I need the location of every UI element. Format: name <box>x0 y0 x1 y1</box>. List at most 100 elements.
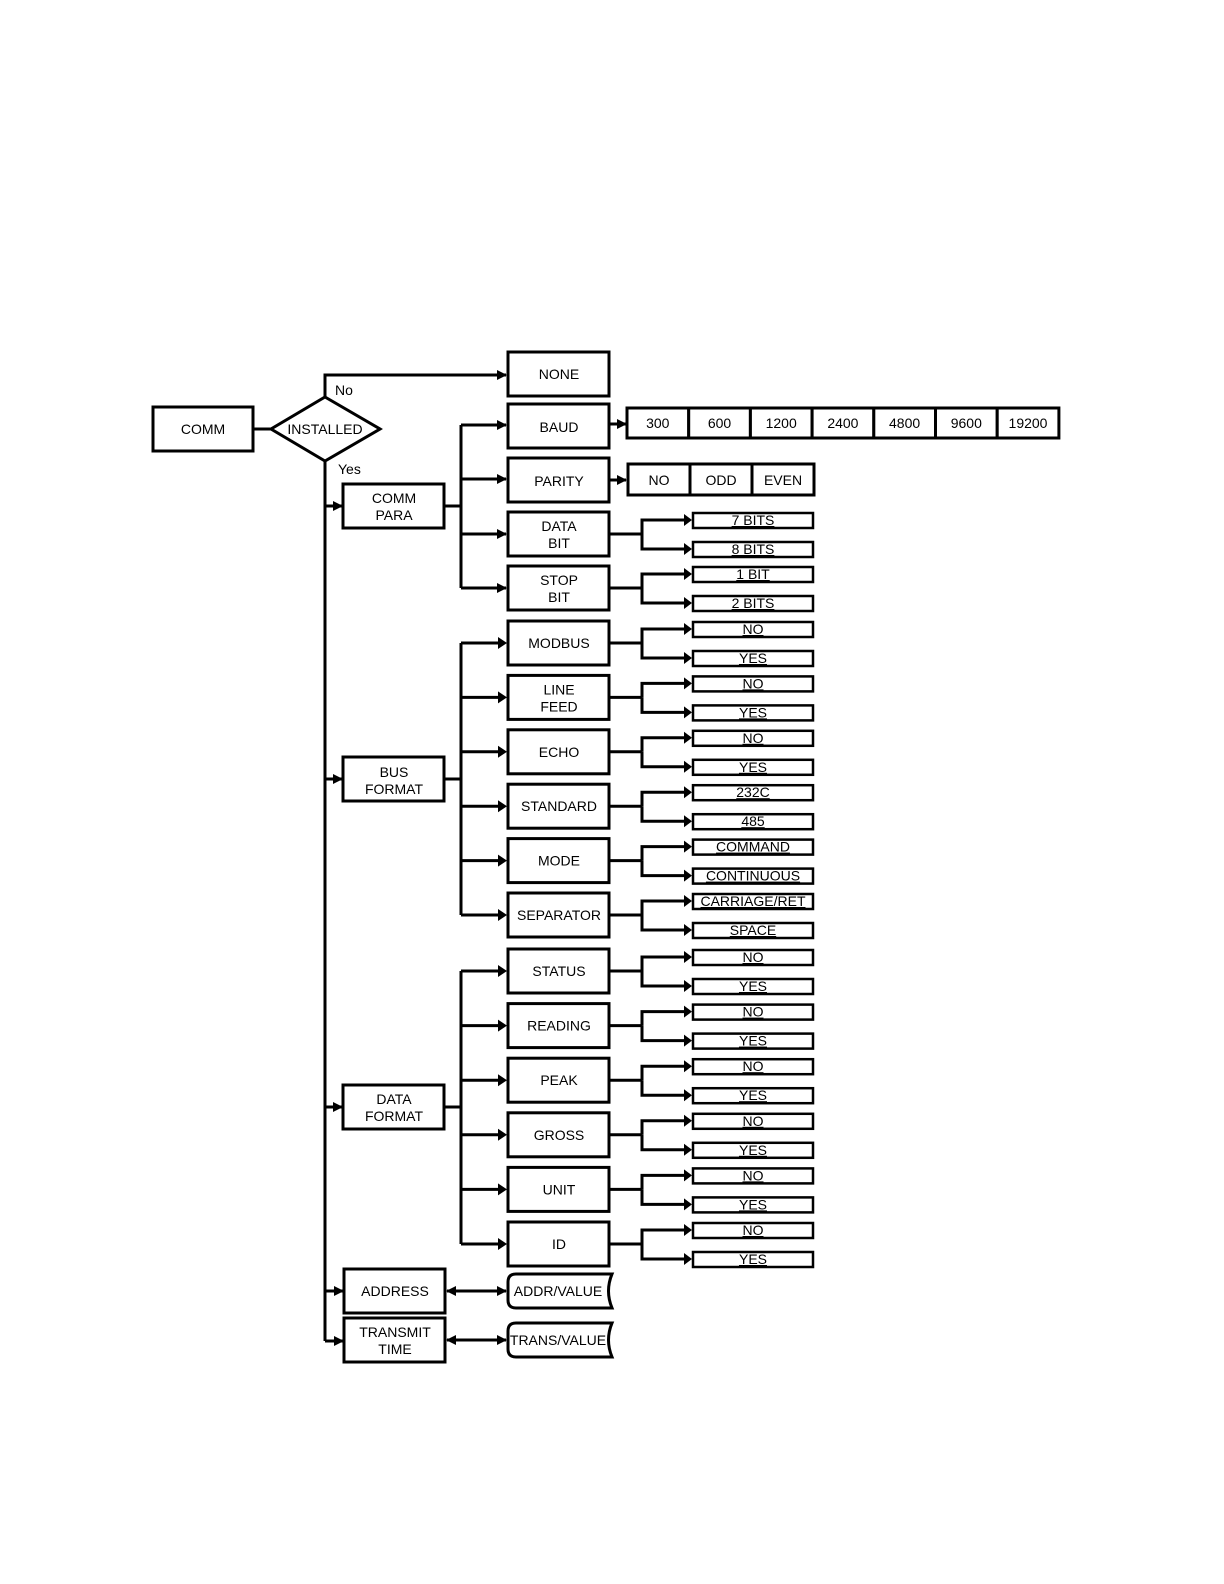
svg-text:PARITY: PARITY <box>534 473 584 489</box>
modbus-option-no: NO <box>691 620 815 639</box>
baud-option-label: 4800 <box>889 415 920 431</box>
svg-text:TRANS/VALUE: TRANS/VALUE <box>510 1332 606 1348</box>
none-label: NONE <box>539 366 579 382</box>
separator-node: SEPARATOR CARRIAGE/RET SPACE <box>461 891 815 940</box>
echo-option-no: NO <box>691 729 815 748</box>
gross-option-no: NO <box>691 1112 815 1131</box>
baud-option-label: 300 <box>646 415 670 431</box>
option-label: COMMAND <box>716 839 790 855</box>
stop-bit-node: STOP BIT <box>461 564 611 612</box>
separator-option-space: SPACE <box>691 921 815 940</box>
baud-options: 300 600 1200 2400 4800 9600 19200 <box>625 406 1061 440</box>
gross-node: GROSS NO YES <box>461 1111 815 1160</box>
echo-option-yes: YES <box>691 758 815 777</box>
baud-option-label: 9600 <box>951 415 982 431</box>
data-bit-option-7-bits: 7 BITS <box>691 511 815 530</box>
baud-option-2400: 2400 <box>810 406 876 440</box>
option-label: 8 BITS <box>732 541 775 557</box>
mode-node: MODE COMMAND CONTINUOUS <box>461 837 815 885</box>
option-label: 7 BITS <box>732 512 775 528</box>
bus-format-node: BUS FORMAT <box>325 755 446 803</box>
peak-node: PEAK NO YES <box>461 1056 815 1105</box>
option-label: YES <box>739 1142 767 1158</box>
option-label: NO <box>743 675 764 691</box>
option-label: NO <box>743 1113 764 1129</box>
option-label: 232C <box>736 784 769 800</box>
item-label: READING <box>527 1018 591 1034</box>
svg-text:TIME: TIME <box>378 1341 411 1357</box>
svg-text:DATA: DATA <box>376 1091 412 1107</box>
baud-option-9600: 9600 <box>934 406 999 440</box>
parity-option-even: EVEN <box>750 462 816 497</box>
baud-option-300: 300 <box>625 406 691 440</box>
item-label: SEPARATOR <box>517 907 601 923</box>
status-option-no: NO <box>691 948 815 967</box>
mode-option-continuous: CONTINUOUS <box>691 867 815 885</box>
item-label: MODBUS <box>528 635 589 651</box>
baud-option-1200: 1200 <box>748 406 814 440</box>
option-label: NO <box>743 1167 764 1183</box>
option-label: NO <box>743 1058 764 1074</box>
line-feed-option-yes: YES <box>691 704 815 722</box>
svg-text:BIT: BIT <box>548 589 570 605</box>
installed-label: INSTALLED <box>287 421 362 437</box>
parity-option-label: ODD <box>705 472 736 488</box>
option-label: 1 BIT <box>736 566 770 582</box>
unit-option-yes: YES <box>691 1196 815 1214</box>
standard-option-485: 485 <box>691 812 815 831</box>
reading-option-no: NO <box>691 1003 815 1021</box>
svg-text:ADDRESS: ADDRESS <box>361 1283 429 1299</box>
peak-option-no: NO <box>691 1057 815 1076</box>
address-node: ADDRESS <box>325 1267 447 1315</box>
baud-option-19200: 19200 <box>995 406 1061 440</box>
svg-text:COMM: COMM <box>372 490 416 506</box>
id-option-yes: YES <box>691 1250 815 1269</box>
item-label: STATUS <box>532 963 585 979</box>
svg-text:STOP: STOP <box>540 572 578 588</box>
baud-option-label: 2400 <box>827 415 858 431</box>
parity-option-label: EVEN <box>764 472 802 488</box>
option-label: YES <box>739 978 767 994</box>
modbus-node: MODBUS NO YES <box>461 619 815 668</box>
svg-text:PARA: PARA <box>375 507 413 523</box>
comm-node: COMM <box>151 405 255 453</box>
comm-label: COMM <box>181 421 225 437</box>
option-label: 2 BITS <box>732 595 775 611</box>
unit-option-no: NO <box>691 1167 815 1185</box>
yes-label: Yes <box>338 461 361 477</box>
status-node: STATUS NO YES <box>461 947 815 996</box>
svg-text:BAUD: BAUD <box>540 419 579 435</box>
line-feed-option-no: NO <box>691 675 815 693</box>
peak-option-yes: YES <box>691 1086 815 1105</box>
installed-decision: INSTALLED <box>268 395 383 463</box>
baud-node: BAUD <box>461 402 611 450</box>
comm-para-suboptions: 7 BITS 8 BITS 1 BIT 2 BITS <box>609 511 815 613</box>
id-option-no: NO <box>691 1221 815 1240</box>
status-option-yes: YES <box>691 977 815 996</box>
parity-option-no: NO <box>626 462 692 497</box>
option-label: SPACE <box>730 922 776 938</box>
svg-text:FORMAT: FORMAT <box>365 781 424 797</box>
item-label: PEAK <box>540 1072 578 1088</box>
data-bit-node: DATA BIT <box>461 510 611 558</box>
svg-text:BIT: BIT <box>548 535 570 551</box>
stop-bit-option-2-bits: 2 BITS <box>691 594 815 613</box>
data-bit-option-8-bits: 8 BITS <box>691 540 815 559</box>
data-format-items: STATUS NO YES READING NO YES PEAK NO YES GROSS NO Y… <box>461 947 815 1269</box>
item-label: MODE <box>538 853 580 869</box>
item-label: GROSS <box>534 1127 585 1143</box>
option-label: YES <box>739 650 767 666</box>
parity-option-odd: ODD <box>688 462 754 497</box>
baud-option-label: 600 <box>708 415 732 431</box>
baud-option-label: 1200 <box>766 415 797 431</box>
option-label: CARRIAGE/RET <box>700 893 805 909</box>
parity-options: NO ODD EVEN <box>626 462 816 497</box>
trans-value-node: TRANS/VALUE <box>506 1321 615 1359</box>
